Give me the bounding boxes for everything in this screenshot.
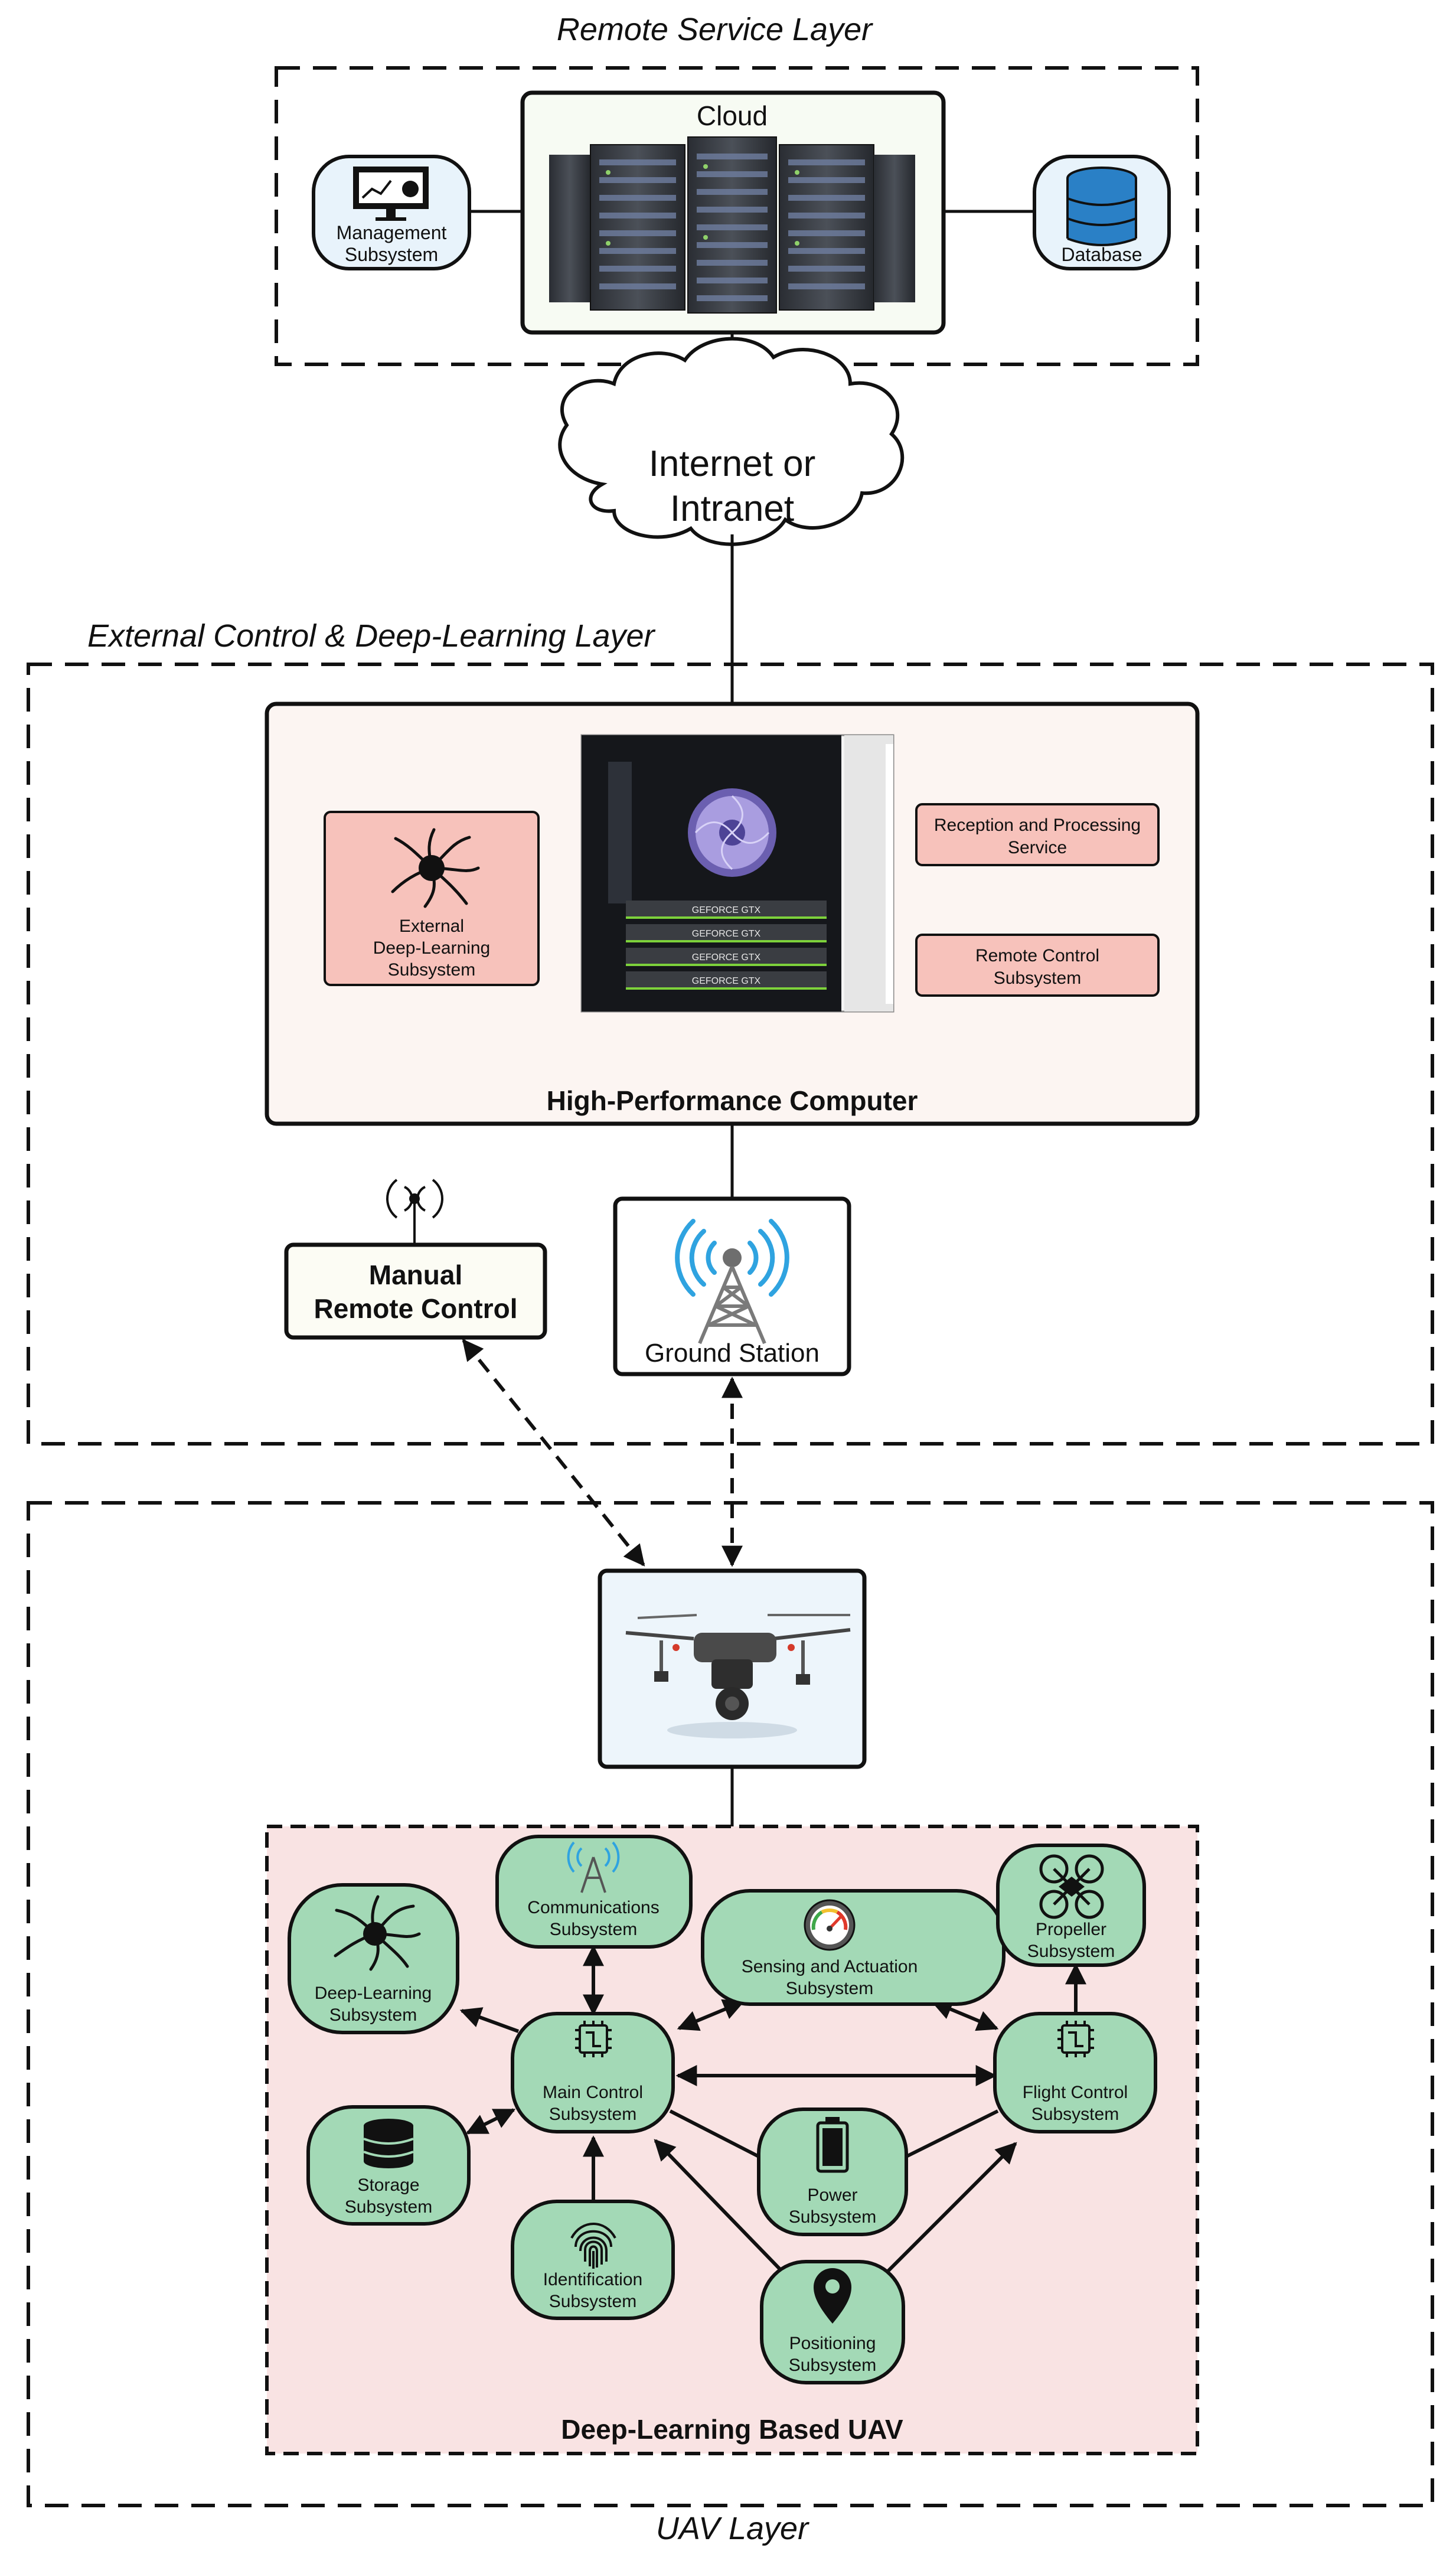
- manual-remote-label-1: Manual: [369, 1260, 462, 1290]
- database-node: Database: [1033, 155, 1171, 270]
- remote-service-layer-border: [275, 66, 1199, 366]
- layer-title-uav: UAV Layer: [656, 2511, 809, 2546]
- quadcopter-icon: [1039, 1854, 1104, 1919]
- propeller-label-2: Subsystem: [1027, 1942, 1115, 1961]
- propeller-subsystem: Propeller Subsystem: [996, 1844, 1146, 1967]
- cloud-label: Cloud: [697, 100, 768, 131]
- storage-subsystem: Storage Subsystem: [306, 2105, 471, 2226]
- uav-layer-border: [27, 1501, 1434, 2507]
- power-label-2: Subsystem: [789, 2207, 876, 2227]
- cloud-server-box: Cloud: [520, 90, 946, 335]
- layer-title-remote-service: Remote Service Layer: [557, 12, 873, 47]
- reception-label-1: Reception and Processing: [934, 815, 1141, 835]
- deep-learning-subsystem: Deep-Learning Subsystem: [288, 1883, 459, 2034]
- database-icon: [1066, 167, 1137, 246]
- communications-label-2: Subsystem: [550, 1920, 637, 1939]
- sensing-label-2: Subsystem: [786, 1979, 873, 1998]
- management-subsystem: Management Subsystem: [312, 155, 471, 270]
- neuron-body: [419, 855, 445, 881]
- deep-learning-uav-title: Deep-Learning Based UAV: [561, 2414, 903, 2445]
- battery-icon: [816, 2117, 849, 2173]
- main-control-subsystem: Main Control Subsystem: [511, 2012, 675, 2133]
- gpu-label-2: GEFORCE GTX: [692, 929, 761, 939]
- manual-remote-control: Manual Remote Control: [284, 1179, 547, 1340]
- internet-label-2: Intranet: [670, 488, 794, 529]
- antenna-signal-icon: [386, 1179, 443, 1245]
- identification-label-2: Subsystem: [549, 2292, 636, 2311]
- main-control-label-1: Main Control: [543, 2083, 643, 2102]
- gauge-icon: [804, 1899, 856, 1951]
- deep-learning-label-1: Deep-Learning: [315, 1983, 432, 2003]
- flight-control-label-1: Flight Control: [1023, 2083, 1128, 2102]
- map-pin-icon: [814, 2268, 851, 2324]
- hpc-title: High-Performance Computer: [547, 1085, 918, 1116]
- external-dl-label-3: Subsystem: [388, 960, 475, 980]
- remote-control-subsystem: Remote Control Subsystem: [915, 934, 1160, 997]
- gpu-label-1: GEFORCE GTX: [692, 905, 761, 915]
- internet-label-1: Internet or: [649, 443, 816, 484]
- management-label-1: Management: [337, 222, 447, 243]
- communications-label-1: Communications: [527, 1898, 659, 1917]
- main-control-label-2: Subsystem: [549, 2105, 636, 2124]
- internet-cloud: Internet or Intranet: [558, 337, 905, 546]
- manual-remote-label-2: Remote Control: [314, 1293, 518, 1324]
- external-deep-learning-subsystem: External Deep-Learning Subsystem: [324, 811, 540, 986]
- hpc-box: High-Performance Computer: [265, 702, 1200, 1126]
- chip-icon: [1057, 2021, 1094, 2057]
- power-label-1: Power: [807, 2185, 857, 2205]
- gpu-label-3: GEFORCE GTX: [692, 952, 761, 963]
- sensing-actuation-subsystem: Sensing and Actuation Subsystem: [701, 1889, 1006, 2006]
- propeller-label-1: Propeller: [1036, 1920, 1106, 1939]
- positioning-label-1: Positioning: [789, 2334, 876, 2353]
- drone-box: [598, 1568, 867, 1769]
- identification-subsystem: Identification Subsystem: [511, 2200, 675, 2320]
- external-layer-border: [27, 663, 1434, 1446]
- storage-disk-icon: [363, 2119, 414, 2168]
- radio-tower-icon: [675, 1219, 789, 1345]
- external-dl-label-1: External: [399, 916, 464, 936]
- remote-control-label-1: Remote Control: [975, 946, 1099, 965]
- drone-image: [625, 1614, 851, 1738]
- management-label-2: Subsystem: [345, 244, 438, 265]
- remote-control-label-2: Subsystem: [994, 968, 1081, 988]
- deep-learning-label-2: Subsystem: [329, 2005, 417, 2025]
- flight-control-subsystem: Flight Control Subsystem: [993, 2012, 1157, 2133]
- gpu-label-4: GEFORCE GTX: [692, 976, 761, 986]
- ground-station-label: Ground Station: [645, 1339, 820, 1368]
- flight-control-label-2: Subsystem: [1031, 2105, 1119, 2124]
- fingerprint-icon: [570, 2223, 616, 2269]
- communications-subsystem: Communications Subsystem: [495, 1835, 693, 1949]
- storage-label-2: Subsystem: [345, 2197, 432, 2217]
- chip-icon: [575, 2021, 612, 2057]
- uav-edges: [459, 1945, 1086, 2275]
- signal-tower-icon: [567, 1841, 620, 1873]
- server-racks-image: [549, 136, 915, 314]
- sensing-label-1: Sensing and Actuation: [742, 1957, 918, 1976]
- reception-processing-service: Reception and Processing Service: [915, 803, 1160, 866]
- storage-label-1: Storage: [357, 2175, 419, 2195]
- layer-title-external: External Control & Deep-Learning Layer: [87, 618, 656, 654]
- monitor-chart-icon: [353, 167, 429, 221]
- external-dl-label-2: Deep-Learning: [373, 938, 490, 958]
- power-subsystem: Power Subsystem: [757, 2107, 908, 2236]
- database-label: Database: [1062, 244, 1142, 265]
- positioning-subsystem: Positioning Subsystem: [760, 2260, 905, 2384]
- identification-label-1: Identification: [543, 2270, 642, 2289]
- positioning-label-2: Subsystem: [789, 2356, 876, 2375]
- reception-label-2: Service: [1008, 838, 1067, 857]
- ground-station: Ground Station: [613, 1196, 851, 1376]
- computer-case-image: GEFORCE GTX GEFORCE GTX GEFORCE GTX GEFO…: [580, 734, 895, 1013]
